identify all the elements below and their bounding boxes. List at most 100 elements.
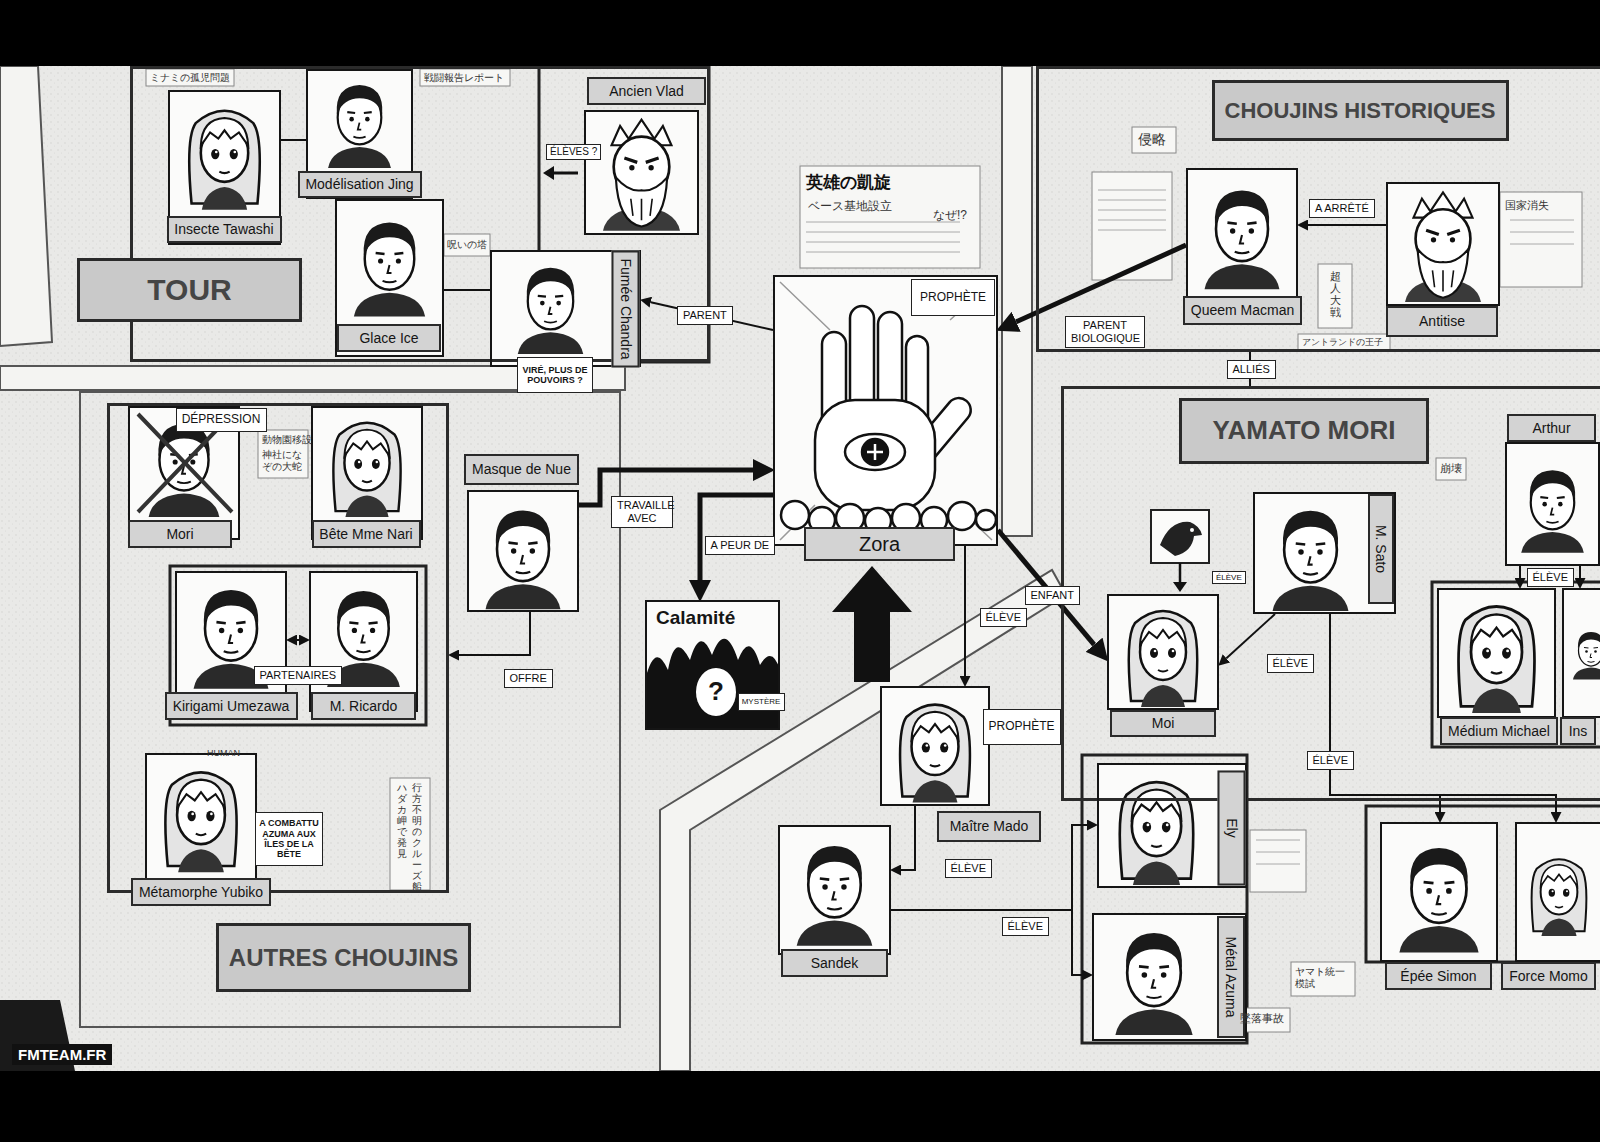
big-up-arrow	[832, 566, 912, 682]
note-text: 崩壊	[1440, 462, 1462, 475]
name-tab: Épée Simon	[1385, 962, 1492, 990]
vlad-pointer-arrow-part	[543, 166, 554, 180]
road-bands-part	[0, 66, 52, 346]
card-grounds-part	[1437, 588, 1556, 718]
crow-picture-part	[1179, 563, 1182, 583]
card-grounds-part	[145, 753, 257, 890]
character-card: M. Sato	[1253, 492, 1396, 614]
portraits-part	[1129, 611, 1198, 707]
zora-hand-eye-part	[976, 510, 996, 530]
connector	[1579, 566, 1581, 578]
card-grounds-part	[773, 275, 998, 546]
portraits-part	[1115, 933, 1192, 1035]
character-card: Antitise	[1386, 182, 1500, 306]
note-text: ハダカ岬で発見	[397, 782, 407, 859]
card-grounds-part	[584, 110, 699, 235]
portraits-part	[165, 772, 236, 872]
note-text: 動物園移設	[262, 434, 312, 446]
card-grounds-part	[1505, 442, 1600, 566]
character-card: ZoraPROPHÈTE	[773, 275, 998, 546]
edge-label: ÉLÈVE	[1307, 751, 1354, 770]
edge-label: ENFANT	[1025, 586, 1080, 605]
character-card: Maître MadoPROPHÈTE	[880, 686, 990, 806]
note-badge: VIRÉ, PLUS DE POUVOIRS ?	[517, 357, 593, 393]
note-badge: PROPHÈTE	[983, 709, 1061, 745]
name-tab: Médium Michael	[1440, 717, 1558, 745]
sub-frames-part	[1432, 582, 1600, 747]
news-clippings-part	[1250, 830, 1306, 892]
calamity-flames-part	[645, 639, 780, 730]
portraits-part	[189, 111, 260, 210]
character-card: Force Momo	[1515, 822, 1600, 962]
note-text: アントランドの王子	[1302, 337, 1383, 347]
edge-label: OFFRE	[504, 669, 553, 688]
region-heading: YAMATO MORI	[1179, 398, 1429, 464]
region-heading: TOUR	[77, 258, 302, 322]
name-tab: Métamorphe Yubiko	[131, 878, 271, 906]
card-grounds-part	[309, 571, 418, 712]
note-text: ミナミの孤児問題	[150, 72, 230, 84]
character-card: Épée Simon	[1380, 822, 1498, 962]
name-tab: Arthur	[1507, 414, 1596, 442]
character-card: Fumée ChandraVIRÉ, PLUS DE POUVOIRS ?	[490, 250, 641, 367]
connector	[444, 289, 490, 291]
character-card: Ely	[1097, 763, 1247, 888]
note-text: なぜ!?	[933, 209, 967, 223]
character-card: M. Ricardo	[309, 571, 418, 712]
edge-label: ÉLÈVE	[945, 859, 992, 878]
edge-label: PARENT	[677, 306, 733, 325]
zora-hand-eye-part	[780, 282, 992, 540]
region-heading: CHOUJINS HISTORIQUES	[1212, 80, 1509, 141]
card-grounds-part	[1253, 492, 1396, 614]
news-clippings-part	[1318, 264, 1352, 328]
news-clippings-part	[1132, 127, 1176, 153]
character-card: Modélisation Jing	[306, 69, 413, 199]
edge-label: ALLIÉS	[1227, 360, 1276, 379]
connector	[1226, 614, 1275, 658]
road-bands-part	[80, 392, 620, 1027]
crow-picture-part	[1173, 582, 1187, 592]
zora-hand-eye-part	[862, 439, 888, 465]
zora-hand-eye	[780, 282, 996, 540]
card-grounds-part	[778, 825, 891, 955]
zora-hand-eye-part	[867, 444, 883, 460]
card-grounds-part	[335, 199, 444, 357]
road-bands	[0, 66, 1066, 1071]
note-text: ÉLÈVE	[1212, 571, 1246, 584]
portraits-part	[518, 268, 583, 354]
note-text: 英雄の凱旋	[806, 173, 891, 193]
connector	[1308, 224, 1386, 226]
connector	[901, 806, 915, 870]
note-text: HUMAN	[207, 748, 240, 758]
card-grounds-part	[1151, 510, 1209, 563]
note-text: 呪いの塔	[447, 239, 487, 251]
name-tab: Maître Mado	[937, 811, 1041, 842]
news-clippings-part	[1298, 334, 1390, 350]
news-clippings-part	[146, 69, 234, 86]
name-tab: M. Sato	[1368, 494, 1394, 604]
zora-hand-eye-part	[781, 501, 809, 529]
note-badge: PROPHÈTE	[911, 279, 995, 316]
name-tab: Sandek	[781, 949, 888, 977]
name-tab: Ins	[1560, 717, 1596, 745]
name-tab: Bête Mme Nari	[312, 520, 421, 548]
note-text: 墜落事故	[1240, 1012, 1284, 1025]
crow-picture-part	[1160, 522, 1202, 556]
note-text: 戦闘報告レポート	[424, 72, 504, 84]
character-card: Kirigami Umezawa	[175, 571, 287, 712]
edge-label: ÉLÈVE	[1267, 654, 1314, 673]
sub-frames-part	[1366, 806, 1600, 962]
edge-label: ÉLÈVE	[980, 608, 1027, 627]
character-card: Glace Ice	[335, 199, 444, 357]
news-clippings	[146, 69, 1582, 1032]
mystery-mark: ?	[700, 672, 732, 712]
portraits-part	[1120, 782, 1193, 885]
character-card: MoriDÉPRESSION	[128, 406, 240, 540]
character-card: Médium Michael	[1437, 588, 1556, 718]
character-card: Arthur	[1505, 442, 1600, 566]
portraits-part	[1521, 470, 1584, 553]
character-card: Bête Mme Nari	[311, 406, 423, 540]
note-badge: MYSTÈRE	[738, 693, 785, 711]
sub-frames	[170, 66, 1600, 1043]
